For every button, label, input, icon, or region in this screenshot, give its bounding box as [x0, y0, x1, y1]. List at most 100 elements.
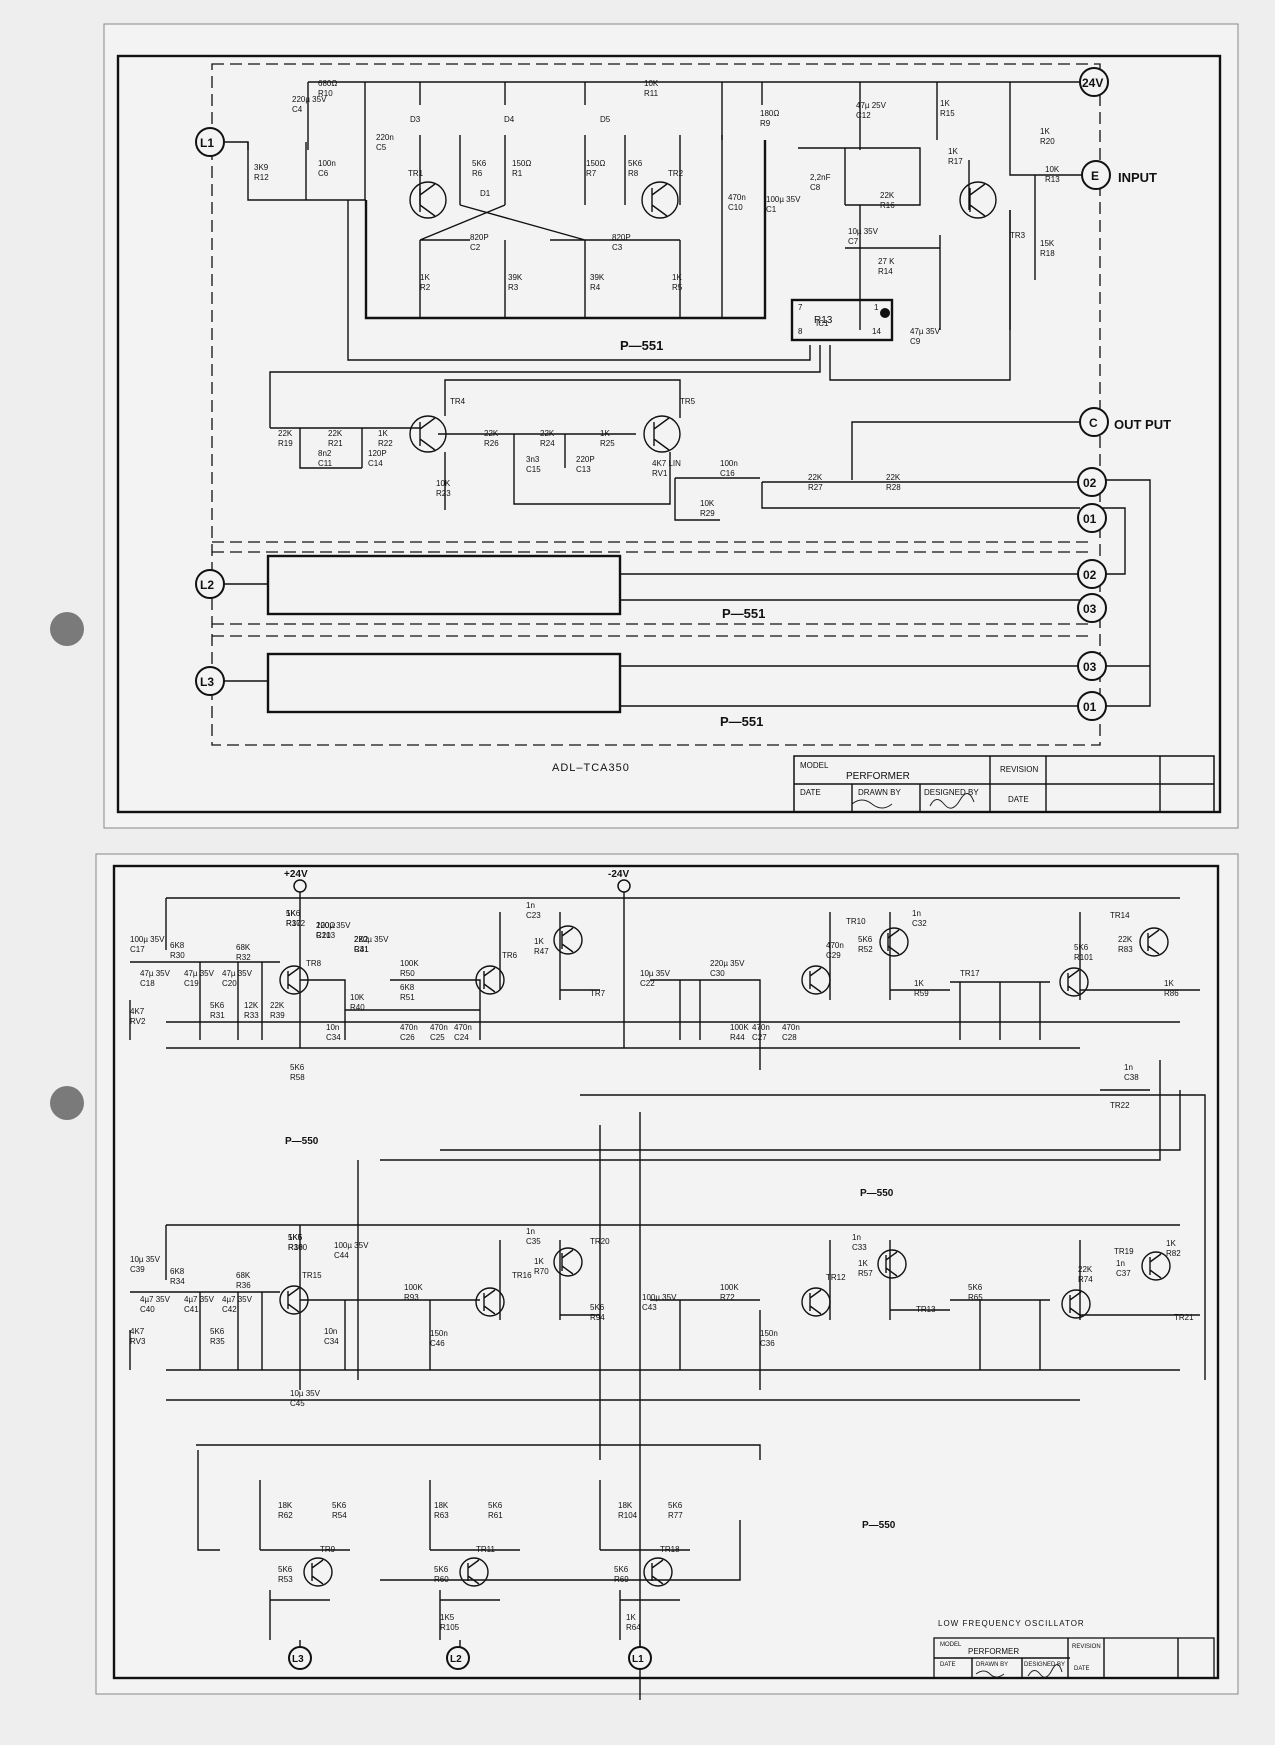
board-label-1: P—551 — [620, 338, 663, 353]
top-c16-value: 100n — [720, 459, 738, 468]
top-r2-label: R2 — [420, 283, 431, 292]
terminal-l2[interactable]: L2 — [195, 569, 225, 599]
row2-tr20-label: TR20 — [590, 1237, 610, 1246]
terminal-l3[interactable]: L3 — [195, 666, 225, 696]
top-revision: REVISION — [1000, 765, 1038, 774]
tr15-symbol — [279, 1285, 309, 1315]
row1-r86-label: R86 — [1164, 989, 1179, 998]
row1-r37-label: R37 — [286, 919, 301, 928]
top-r28-label: R28 — [886, 483, 901, 492]
bottom-date2: DATE — [1074, 1666, 1090, 1672]
top-r26-value: 22K — [484, 429, 499, 438]
top-c1-label: C1 — [766, 205, 777, 214]
svg-text:L1: L1 — [632, 1654, 644, 1665]
row2-rv3-label: RV3 — [130, 1337, 146, 1346]
top-drawn-by: DRAWN BY — [858, 788, 901, 797]
terminal-02b[interactable]: 02 — [1077, 559, 1107, 589]
row2-c36-value: 150n — [760, 1329, 778, 1338]
row2-r36-label: R36 — [236, 1281, 251, 1290]
ic-feed — [269, 200, 821, 428]
terminal-24v[interactable]: 24V — [1079, 67, 1109, 97]
row1-c26-label: C26 — [400, 1033, 415, 1042]
top-c14-label: C14 — [368, 459, 383, 468]
row1-c17-label: C17 — [130, 945, 145, 954]
row2-r72-value: 100K — [720, 1283, 739, 1292]
top-c2-label: C2 — [470, 243, 481, 252]
top-r9-label: R9 — [760, 119, 771, 128]
row1-r31-value: 5K6 — [210, 1001, 225, 1010]
output-bus-right — [1100, 479, 1151, 707]
top-tr1-label: TR1 — [408, 169, 424, 178]
terminal-02a[interactable]: 02 — [1077, 467, 1107, 497]
row2-r34-value: 6K8 — [170, 1267, 185, 1276]
row1-r83-value: 22K — [1118, 935, 1133, 944]
bottom-paper — [95, 853, 1239, 1695]
top-c5-label: C5 — [376, 143, 387, 152]
flipflop-verticals — [419, 135, 723, 318]
terminal-l1[interactable]: L1 — [195, 127, 225, 157]
row2-c43-label: C43 — [642, 1303, 657, 1312]
row3-r63-value: 18K — [434, 1501, 449, 1510]
row2-r93-label: R93 — [404, 1293, 419, 1302]
terminal-01a[interactable]: 01 — [1077, 503, 1107, 533]
top-tr2-label: TR2 — [668, 169, 684, 178]
row1-tr7-label: TR7 — [590, 989, 606, 998]
row1-r59-value: 1K — [914, 979, 924, 988]
row2-c36-label: C36 — [760, 1339, 775, 1348]
row2-r57-label: R57 — [858, 1269, 873, 1278]
terminal-01b[interactable]: 01 — [1077, 691, 1107, 721]
top-r2-value: 1K — [420, 273, 430, 282]
row3-r53-value: 5K6 — [278, 1565, 293, 1574]
row2-c39-value: 10µ 35V — [130, 1255, 161, 1264]
top-c7-value: 10µ 35V — [848, 227, 879, 236]
tr16-symbol — [475, 1287, 505, 1317]
row3-r104-label: R104 — [618, 1511, 638, 1520]
terminal-bottom-l1[interactable]: L1 — [628, 1646, 652, 1670]
l1-wire — [224, 141, 366, 201]
top-r19-label: R19 — [278, 439, 293, 448]
row1-rv2-label: RV2 — [130, 1017, 146, 1026]
top-r11-label: R11 — [644, 89, 659, 98]
ground-bus — [364, 140, 767, 320]
row2-c41-label: C41 — [184, 1305, 199, 1314]
top-c1-value: 100µ 35V — [766, 195, 801, 204]
row2-r94-label: R94 — [590, 1313, 605, 1322]
top-r22-label: R22 — [378, 439, 393, 448]
row2-r74-value: 22K — [1078, 1265, 1093, 1274]
top-r23-label: R23 — [436, 489, 451, 498]
row2-r74-label: R74 — [1078, 1275, 1093, 1284]
bottom-model-name: PERFORMER — [968, 1647, 1019, 1656]
top-signature — [851, 793, 975, 809]
row1-c20-value: 47µ 35V — [222, 969, 253, 978]
row2-c41-value: 4µ7 35V — [184, 1295, 215, 1304]
row1-c28-label: C28 — [782, 1033, 797, 1042]
row2-r36-value: 68K — [236, 1271, 251, 1280]
terminal-bottom-l3[interactable]: L3 — [288, 1646, 312, 1670]
row2-c42-value: 4µ7 35V — [222, 1295, 253, 1304]
terminal-c[interactable]: C — [1079, 407, 1109, 437]
row3-r63-label: R63 — [434, 1511, 449, 1520]
row1-r37-value: 1K — [286, 909, 296, 918]
row3-wires — [196, 1444, 761, 1650]
row1-c20-label: C20 — [222, 979, 237, 988]
row1-r102-value: 5K6 — [286, 909, 301, 918]
row3-tr9-label: TR9 — [320, 1545, 336, 1554]
row1-rails — [165, 892, 1180, 1049]
row1-c34-value: 10n — [326, 1023, 339, 1032]
top-r13-label: R13 — [1045, 175, 1060, 184]
row3-tr18-label: TR18 — [660, 1545, 680, 1554]
terminal-e[interactable]: E — [1081, 160, 1111, 190]
terminal-03a[interactable]: 03 — [1077, 593, 1107, 623]
row2-r57-value: 1K — [858, 1259, 868, 1268]
l3-module — [266, 652, 622, 714]
top-r24-label: R24 — [540, 439, 555, 448]
top-r26-label: R26 — [484, 439, 499, 448]
row1-c32-label: C32 — [912, 919, 927, 928]
terminal-bottom-l2[interactable]: L2 — [446, 1646, 470, 1670]
board-label-2: P—551 — [722, 606, 765, 621]
terminal-03b[interactable]: 03 — [1077, 651, 1107, 681]
top-r23-value: 10K — [436, 479, 451, 488]
row1-c21-value: 220µ 35V — [316, 921, 351, 930]
row1-r101-value: 5K6 — [1074, 943, 1089, 952]
